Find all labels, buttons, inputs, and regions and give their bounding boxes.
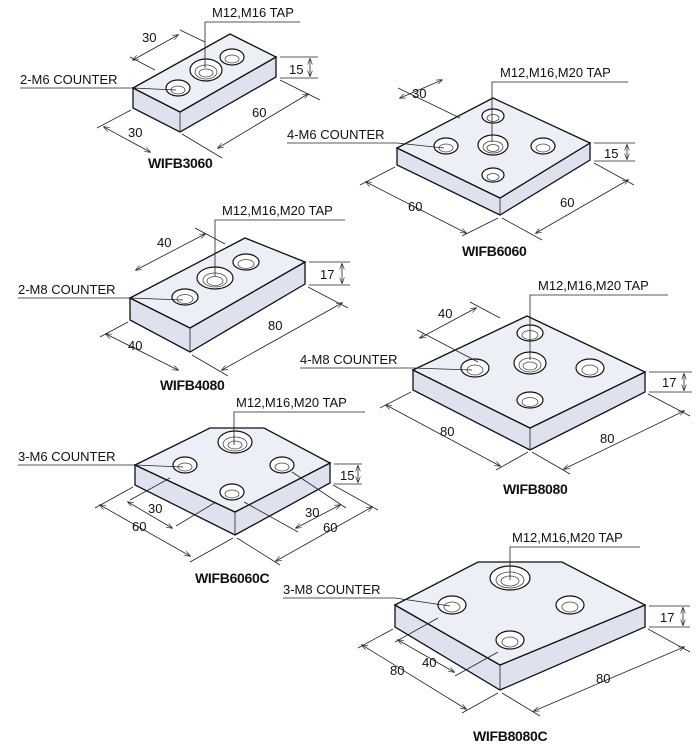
tap-hole-icon <box>477 134 509 156</box>
counter-hole-icon <box>555 595 585 615</box>
tap-hole-icon <box>217 430 253 454</box>
counter-hole-icon <box>495 630 525 650</box>
tap-label: M12,M16,M20 TAP <box>236 395 347 410</box>
counter-hole-icon <box>172 456 198 474</box>
length-dim: 60 <box>560 195 574 210</box>
model-label: WIFB6060C <box>195 570 270 586</box>
tap-label: M12,M16,M20 TAP <box>222 203 333 218</box>
pitch-dim: 40 <box>422 655 436 670</box>
thickness-dim: 15 <box>289 62 303 77</box>
tap-label: M12,M16 TAP <box>212 5 294 20</box>
thickness-dim: 15 <box>604 146 618 161</box>
tap-label: M12,M16,M20 TAP <box>512 530 623 545</box>
part-wifb8080c: M12,M16,M20 TAP 3-M8 COUNTER 17 40 80 80… <box>283 530 691 744</box>
counter-hole-icon <box>269 456 295 474</box>
counter-label: 4-M6 COUNTER <box>287 127 385 142</box>
counter-hole-icon <box>575 358 605 378</box>
pitch-a-dim: 30 <box>148 501 162 516</box>
counter-hole-icon <box>437 595 467 615</box>
counter-label: 3-M6 COUNTER <box>18 449 116 464</box>
width-dim: 30 <box>128 125 142 140</box>
counter-hole-icon <box>165 79 191 97</box>
part-wifb6060: M12,M16,M20 TAP 4-M6 COUNTER 15 60 60 30… <box>287 65 635 259</box>
length-dim: 80 <box>600 431 614 446</box>
model-label: WIFB6060 <box>462 243 527 259</box>
counter-hole-icon <box>530 137 556 155</box>
part-wifb3060: M12,M16 TAP 2-M6 COUNTER 15 60 30 30 WIF… <box>20 5 321 171</box>
tap-label: M12,M16,M20 TAP <box>538 278 649 293</box>
thickness-dim: 17 <box>662 375 676 390</box>
width-dim: 60 <box>408 199 422 214</box>
pitch-dim: 40 <box>157 235 171 250</box>
counter-hole-icon <box>460 358 490 378</box>
tap-label: M12,M16,M20 TAP <box>500 65 611 80</box>
model-label: WIFB8080C <box>473 728 548 744</box>
counter-hole-icon <box>481 167 505 183</box>
model-label: WIFB4080 <box>160 377 225 393</box>
counter-hole-icon <box>232 253 260 271</box>
pitch-dim: 30 <box>412 86 426 101</box>
width-dim: 40 <box>128 338 142 353</box>
length-dim: 80 <box>268 318 282 333</box>
width-dim: 80 <box>390 663 404 678</box>
thickness-dim: 15 <box>340 468 354 483</box>
counter-label: 2-M8 COUNTER <box>18 282 116 297</box>
counter-hole-icon <box>219 48 245 66</box>
pitch-b-dim: 30 <box>305 505 319 520</box>
counter-hole-icon <box>219 483 245 501</box>
width-dim: 60 <box>132 519 146 534</box>
counter-hole-icon <box>433 137 459 155</box>
counter-hole-icon <box>481 108 505 124</box>
counter-hole-icon <box>516 391 544 409</box>
part-wifb4080: M12,M16,M20 TAP 2-M8 COUNTER 17 40 80 40… <box>18 203 350 393</box>
length-dim: 60 <box>323 520 337 535</box>
part-wifb8080: M12,M16,M20 TAP 4-M8 COUNTER 17 80 80 40… <box>300 278 692 497</box>
thickness-dim: 17 <box>660 610 674 625</box>
model-label: WIFB8080 <box>503 481 568 497</box>
counter-label: 2-M6 COUNTER <box>20 72 118 87</box>
pitch-dim: 30 <box>142 30 156 45</box>
model-label: WIFB3060 <box>148 155 213 171</box>
length-dim: 60 <box>252 105 266 120</box>
length-dim: 80 <box>596 671 610 686</box>
pitch-dim: 40 <box>438 306 452 321</box>
counter-label: 3-M8 COUNTER <box>283 582 381 597</box>
thickness-dim: 17 <box>320 267 334 282</box>
part-wifb6060c: M12,M16,M20 TAP 3-M6 COUNTER 15 30 60 30… <box>18 395 379 586</box>
width-dim: 80 <box>440 424 454 439</box>
counter-label: 4-M8 COUNTER <box>300 352 398 367</box>
counter-hole-icon <box>171 288 199 306</box>
tap-hole-icon <box>189 58 223 82</box>
